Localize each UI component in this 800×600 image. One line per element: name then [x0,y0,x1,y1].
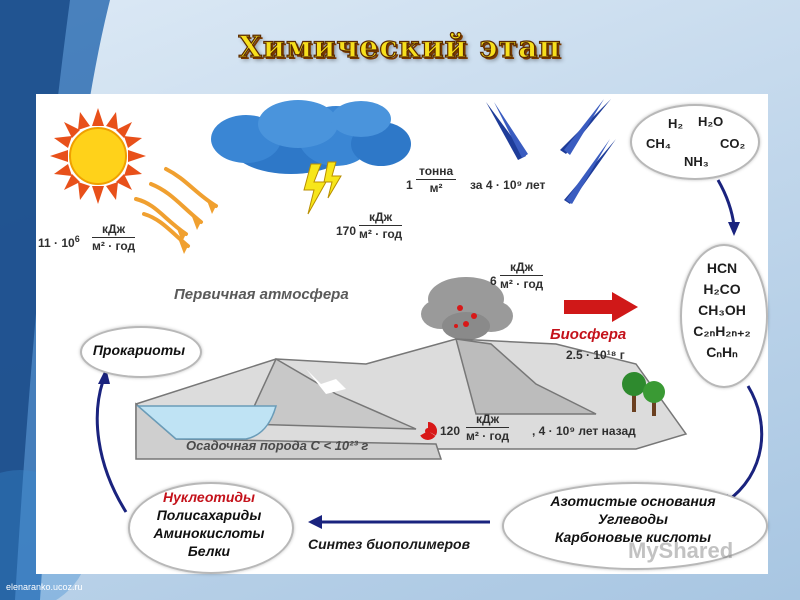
synthesis-label: Синтез биополимеров [308,536,470,552]
biosphere-label: Биосфера [550,326,626,343]
volcano-energy-value: 6 [490,274,497,288]
biosphere-mass: 2.5 · 10¹⁸ г [566,348,625,362]
primary-atmosphere-label: Первичная атмосфера [174,286,349,303]
gas-co2: CO₂ [720,136,745,151]
organic-item: HCN [680,258,764,279]
radioactive-period: , 4 · 10⁹ лет назад [532,424,636,438]
sun-energy-prefix: 11 · 106 [38,234,80,250]
sun-energy-exp: 6 [75,234,80,244]
radioactive-energy-unit-num: кДж [466,412,509,428]
organics-list: HCN H₂CO CH₃OH C₂ₙH₂ₙ₊₂ CₙHₙ [680,258,764,363]
volcano-energy-unit-den: м² · год [500,276,543,291]
monomer-item: Азотистые основания [502,492,764,510]
polymer-item: Аминокислоты [128,524,290,542]
radioactive-energy-value: 120 [440,424,460,438]
gas-h2o: H₂O [698,114,723,129]
meteor-period: за 4 · 10⁹ лет [470,178,545,192]
volcano-energy-unit-num: кДж [500,260,543,276]
cloud-icon [211,100,411,174]
polymer-highlight: Нуклеотиды [128,488,290,506]
lightning-energy-unit-num: кДж [359,210,402,226]
sediment-label: Осадочная порода С < 10²³ г [186,438,368,453]
sun-energy-unit-den: м² · год [92,238,135,253]
sun-icon [50,108,146,204]
lightning-energy-value: 170 [336,224,356,238]
site-url: elenaranko.ucoz.ru [6,582,83,592]
lightning-energy-unit-den: м² · год [359,226,402,241]
page-title: Химический этап [0,30,800,65]
watermark: MyShared [628,538,733,564]
prokaryotes-label: Прокариоты [80,341,198,359]
organic-item: CₙHₙ [680,342,764,363]
sun-energy-value: 11 · 10 [38,236,75,250]
biosphere-arrow [564,292,638,322]
meteor-mass-unit-den: м² [416,180,456,195]
meteor-mass-value: 1 [406,178,413,192]
polymers-list: Нуклеотиды Полисахариды Аминокислоты Бел… [128,488,290,560]
organic-item: C₂ₙH₂ₙ₊₂ [680,321,764,342]
gas-h2: H₂ [668,116,683,131]
monomer-item: Углеводы [502,510,764,528]
sun-rays-icon [136,169,216,246]
organic-item: H₂CO [680,279,764,300]
radioactive-energy-unit-den: м² · год [466,428,509,443]
gas-ch4: CH₄ [646,136,671,151]
polymer-item: Белки [128,542,290,560]
meteor-mass-unit-num: тонна [416,164,456,180]
organic-item: CH₃OH [680,300,764,321]
sun-energy-unit-num: кДж [92,222,135,238]
polymer-item: Полисахариды [128,506,290,524]
gas-nh3: NH₃ [684,154,709,169]
